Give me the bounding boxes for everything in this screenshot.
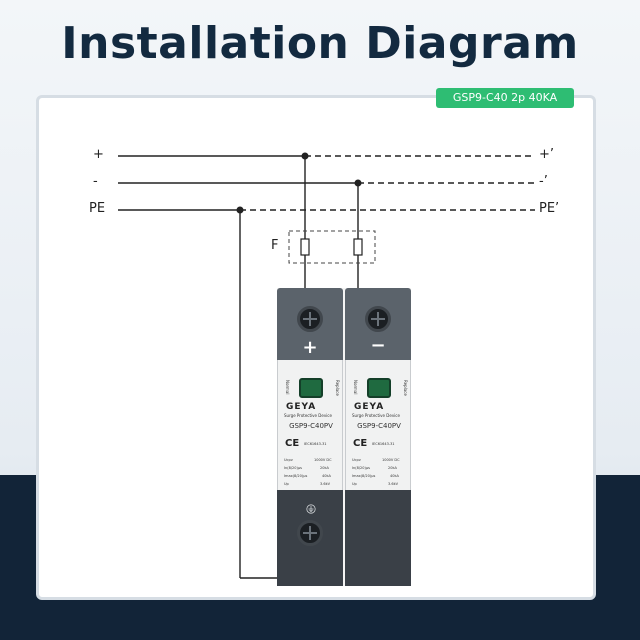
screw-icon	[365, 306, 391, 332]
spec-imax-value: 40kA	[390, 474, 399, 478]
spec-imax-value: 40kA	[322, 474, 331, 478]
spec-up-value: 3.6kV	[388, 482, 398, 486]
terminal-block-minus: −	[345, 288, 411, 360]
spec-imax-label: Imax(8/20)μs	[284, 474, 308, 478]
label-panel-minus: Normal Replace GEYA Surge Protective Dev…	[345, 360, 411, 490]
ground-block	[277, 490, 343, 586]
plus-in-label: +	[93, 147, 104, 162]
label-panel-plus: Normal Replace GEYA Surge Protective Dev…	[277, 360, 343, 490]
spec-ucpv-value: 1000V DC	[382, 458, 400, 462]
brand-logo: GEYA	[286, 402, 317, 412]
brand-logo: GEYA	[354, 402, 385, 412]
normal-label: Normal	[353, 380, 358, 395]
model-text: GSP9-C40PV	[357, 422, 401, 430]
fuse-minus	[353, 238, 363, 256]
lower-block	[345, 490, 411, 586]
spec-in-label: In(8/20)μs	[352, 466, 370, 470]
polarity-plus: +	[302, 337, 318, 358]
terminal-block-plus: +	[277, 288, 343, 360]
pe-in-label: PE	[89, 201, 106, 216]
spec-up-value: 3.6kV	[320, 482, 330, 486]
spd-module-plus: + Normal Replace GEYA Surge Protective D…	[277, 288, 343, 586]
polarity-minus: −	[370, 335, 386, 356]
screw-icon	[297, 306, 323, 332]
minus-in-label: -	[93, 174, 98, 189]
device-subtitle: Surge Protective Device	[284, 413, 332, 418]
status-window-indicator	[299, 378, 323, 398]
spec-ucpv-label: Ucpv	[352, 458, 361, 462]
model-badge: GSP9-C40 2p 40KA	[436, 88, 574, 108]
spec-up-label: Up	[284, 482, 289, 486]
pe-out-label: PE’	[539, 201, 560, 216]
spec-ucpv-label: Ucpv	[284, 458, 293, 462]
ce-mark: CE	[353, 438, 368, 449]
replace-label: Replace	[403, 380, 408, 396]
ground-screw-icon	[297, 520, 323, 546]
spec-ucpv-value: 1000V DC	[314, 458, 332, 462]
device-subtitle: Surge Protective Device	[352, 413, 400, 418]
spec-up-label: Up	[352, 482, 357, 486]
spec-in-value: 20kA	[320, 466, 329, 470]
replace-label: Replace	[335, 380, 340, 396]
fuse-box	[288, 230, 376, 264]
earth-symbol-icon	[306, 504, 316, 514]
status-window-indicator	[367, 378, 391, 398]
page-title: Installation Diagram	[61, 18, 579, 69]
spec-in-label: In(8/20)μs	[284, 466, 302, 470]
standard-text: IEC61643-31	[304, 442, 327, 446]
standard-text: IEC61643-31	[372, 442, 395, 446]
spec-in-value: 20kA	[388, 466, 397, 470]
fuse-plus	[300, 238, 310, 256]
model-text: GSP9-C40PV	[289, 422, 333, 430]
spec-imax-label: Imax(8/20)μs	[352, 474, 376, 478]
normal-label: Normal	[285, 380, 290, 395]
ce-mark: CE	[285, 438, 300, 449]
spd-module-minus: − Normal Replace GEYA Surge Protective D…	[345, 288, 411, 586]
fuse-label: F	[271, 238, 279, 253]
plus-out-label: +’	[539, 147, 555, 162]
minus-out-label: -’	[539, 174, 548, 189]
surge-protector: + Normal Replace GEYA Surge Protective D…	[277, 288, 411, 586]
